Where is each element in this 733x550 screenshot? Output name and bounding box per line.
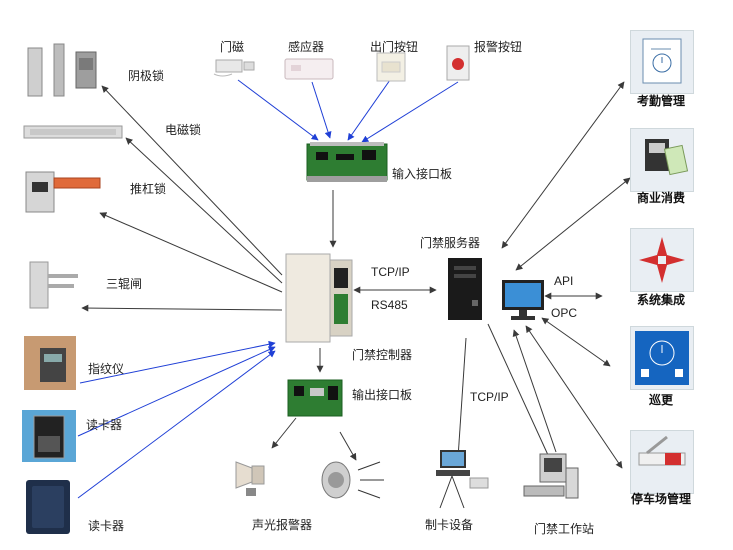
- opc-label: OPC: [551, 306, 578, 320]
- wire-parking: [525, 325, 623, 469]
- card-device-label: 制卡设备: [425, 518, 474, 532]
- card-reader-2-device: [24, 478, 72, 536]
- magnetic-lock-device: [22, 122, 124, 142]
- magnetic-lock-label: 电磁锁: [165, 123, 202, 137]
- wire-turnstile: [81, 304, 283, 312]
- wire-door-sensor: [237, 79, 319, 141]
- wire-fingerprint: [79, 340, 276, 384]
- push-bar-lock-device: [24, 164, 102, 218]
- exit-button-label: 出门按钮: [370, 40, 419, 54]
- wire-card-reader-1: [77, 346, 276, 437]
- parking-label: 停车场管理: [630, 492, 691, 506]
- push-bar-lock-label: 推杠锁: [130, 182, 167, 196]
- wire-server-card-device: [457, 337, 467, 459]
- turnstile-device: [26, 256, 82, 312]
- wire-push-bar-lock: [99, 212, 283, 293]
- attendance-label: 考勤管理: [636, 94, 685, 108]
- integration-label: 系统集成: [636, 293, 685, 307]
- strobe-device: [318, 458, 388, 502]
- wire-monitor-workstation: [512, 329, 557, 453]
- wire-consumption: [515, 177, 631, 271]
- door-sensor-device: [212, 56, 258, 78]
- fingerprint-label: 指纹仪: [88, 362, 125, 376]
- wire-output-speaker: [271, 417, 297, 449]
- workstation-device: [520, 452, 582, 502]
- sensor-label: 感应器: [288, 40, 325, 54]
- controller-device: [284, 250, 354, 346]
- wire-cathode-lock: [101, 85, 283, 276]
- sensor-device: [283, 56, 335, 82]
- consumption-tile: [630, 128, 694, 192]
- wire-attendance: [501, 81, 625, 249]
- alarm-button-label: 报警按钮: [474, 40, 523, 54]
- input-board-device: [306, 140, 388, 184]
- input-board-label: 输入接口板: [392, 167, 453, 181]
- wire-output-strobe: [339, 431, 357, 461]
- turnstile-label: 三辊闸: [106, 277, 143, 291]
- tcpip-bottom-label: TCP/IP: [470, 390, 509, 404]
- speaker-device: [230, 452, 272, 498]
- wire-magnetic-lock: [125, 137, 283, 284]
- parking-tile: [630, 430, 694, 494]
- alarm-button-device: [445, 44, 471, 82]
- wire-alarm-button: [361, 81, 459, 143]
- server-device: [444, 256, 488, 322]
- output-board-device: [286, 376, 344, 420]
- rs485-label: RS485: [371, 298, 408, 312]
- output-board-label: 输出接口板: [352, 388, 413, 402]
- door-sensor-label: 门磁: [220, 40, 245, 54]
- wire-exit-button: [347, 79, 391, 141]
- monitor-device: [500, 278, 546, 324]
- patrol-tile: [630, 326, 694, 390]
- consumption-label: 商业消费: [636, 191, 685, 205]
- card-reader-2-label: 读卡器: [88, 519, 125, 533]
- wire-sensor: [311, 81, 332, 139]
- card-reader-1-device: [20, 408, 78, 464]
- patrol-label: 巡更: [648, 393, 673, 407]
- controller-label: 门禁控制器: [352, 348, 413, 362]
- card-reader-1-label: 读卡器: [86, 418, 123, 432]
- cathode-lock-label: 阴极锁: [128, 69, 165, 83]
- card-device: [422, 448, 492, 512]
- wire-card-reader-2: [77, 350, 276, 499]
- server-label: 门禁服务器: [420, 236, 481, 250]
- tcpip-top-label: TCP/IP: [371, 265, 410, 279]
- exit-button-device: [376, 52, 406, 82]
- integration-tile: [630, 228, 694, 292]
- wire-patrol: [541, 317, 611, 367]
- attendance-tile: [630, 30, 694, 94]
- api-label: API: [554, 274, 574, 288]
- alarm-label: 声光报警器: [252, 518, 313, 532]
- cathode-lock-device: [22, 40, 106, 106]
- fingerprint-device: [22, 334, 78, 392]
- workstation-label: 门禁工作站: [534, 522, 595, 536]
